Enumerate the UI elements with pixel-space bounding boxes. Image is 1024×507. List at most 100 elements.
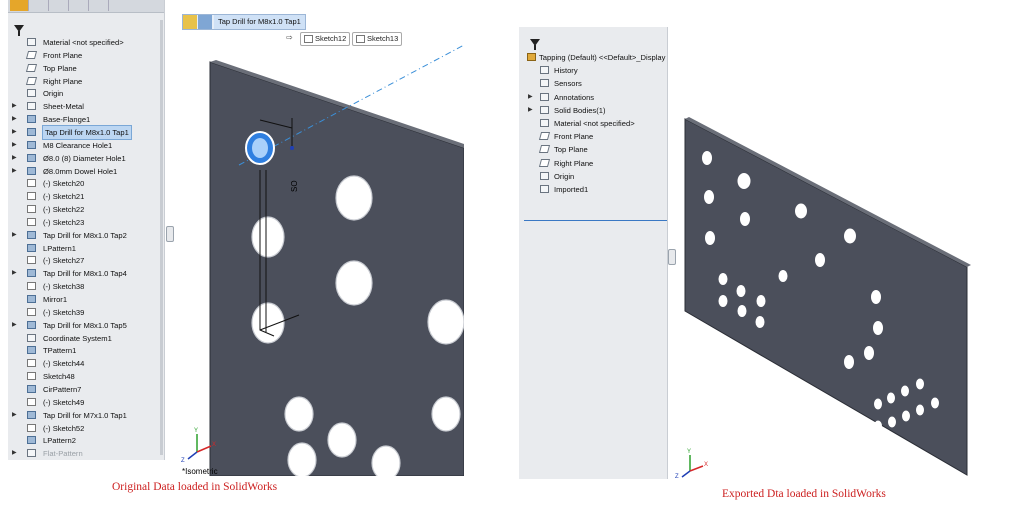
hole[interactable]: [815, 253, 825, 267]
hole[interactable]: [335, 260, 373, 306]
expand-arrow-icon[interactable]: ▶: [12, 270, 17, 277]
hole[interactable]: [902, 410, 910, 422]
body-icon[interactable]: [198, 15, 212, 29]
tree-item[interactable]: Sensors: [519, 77, 667, 90]
tree-item[interactable]: Sketch48: [8, 370, 164, 383]
tree-item[interactable]: LPattern2: [8, 434, 164, 447]
right-graphics-area[interactable]: Y X Z: [667, 27, 972, 479]
tree-item[interactable]: Top Plane: [519, 143, 667, 156]
hole[interactable]: [844, 228, 856, 244]
hole[interactable]: [704, 190, 714, 204]
tree-item[interactable]: History: [519, 64, 667, 77]
hole[interactable]: [737, 173, 751, 189]
tree-item[interactable]: ▶Tap Drill for M7x1.0 Tap1: [8, 409, 164, 422]
expand-arrow-icon[interactable]: ▶: [12, 321, 17, 328]
tree-item[interactable]: Material <not specified>: [8, 36, 164, 49]
expand-arrow-icon[interactable]: ▶: [12, 167, 17, 174]
tree-item[interactable]: Tapping (Default) <<Default>_Display: [519, 51, 667, 64]
hole[interactable]: [740, 212, 750, 226]
expand-arrow-icon[interactable]: ▶: [12, 154, 17, 161]
tree-item[interactable]: ▶Tap Drill for M8x1.0 Tap4: [8, 267, 164, 280]
hole[interactable]: [871, 290, 881, 304]
dimxpert-manager-tab[interactable]: [70, 0, 89, 11]
hole[interactable]: [431, 396, 461, 432]
feature-manager-tab[interactable]: [10, 0, 29, 11]
tree-item[interactable]: Right Plane: [8, 75, 164, 88]
expand-arrow-icon[interactable]: ▶: [12, 450, 17, 457]
tree-item[interactable]: Origin: [519, 170, 667, 183]
hole[interactable]: [778, 270, 788, 282]
sheet-metal-plate[interactable]: [209, 61, 464, 476]
tree-item[interactable]: ▶Tap Drill for M8x1.0 Tap1: [8, 124, 164, 140]
hole[interactable]: [874, 398, 882, 410]
expand-arrow-icon[interactable]: ▶: [12, 128, 17, 135]
tree-item[interactable]: (-) Sketch21: [8, 190, 164, 203]
hole[interactable]: [705, 231, 715, 245]
part-icon[interactable]: [183, 15, 197, 29]
hole[interactable]: [287, 442, 317, 476]
tree-item[interactable]: (-) Sketch20: [8, 177, 164, 190]
hole[interactable]: [755, 316, 765, 328]
tree-item[interactable]: ▶Sheet-Metal: [8, 100, 164, 113]
hole[interactable]: [864, 346, 874, 360]
tree-item[interactable]: Material <not specified>: [519, 117, 667, 130]
tree-item[interactable]: ▶Base-Flange1: [8, 113, 164, 126]
tree-item[interactable]: Front Plane: [519, 130, 667, 143]
tree-item[interactable]: ▶Ø8.0 (8) Diameter Hole1: [8, 152, 164, 165]
rollback-bar[interactable]: [524, 220, 667, 221]
hole[interactable]: [874, 420, 882, 432]
hole[interactable]: [736, 285, 746, 297]
tree-item[interactable]: LPattern1: [8, 242, 164, 255]
expand-arrow-icon[interactable]: ▶: [12, 231, 17, 238]
filter-icon[interactable]: [530, 39, 540, 50]
filter-icon[interactable]: [14, 25, 24, 36]
imported-plate[interactable]: [684, 118, 968, 476]
expand-arrow-icon[interactable]: ▶: [12, 103, 17, 110]
hole[interactable]: [873, 321, 883, 335]
hole[interactable]: [931, 397, 939, 409]
manager-tab-strip[interactable]: [8, 0, 164, 13]
hole[interactable]: [916, 404, 924, 416]
breadcrumb[interactable]: Tap Drill for M8x1.0 Tap1: [182, 14, 306, 30]
tree-item[interactable]: CirPattern7: [8, 383, 164, 396]
tree-item[interactable]: ▶Annotations: [519, 91, 667, 104]
property-manager-tab[interactable]: [30, 0, 49, 11]
tree-item[interactable]: Front Plane: [8, 49, 164, 62]
hole[interactable]: [284, 396, 314, 432]
tree-item[interactable]: ▶Flat-Pattern: [8, 447, 164, 460]
tree-item[interactable]: (-) Sketch27: [8, 254, 164, 267]
hole[interactable]: [251, 216, 285, 258]
tree-item[interactable]: ▶Solid Bodies(1): [519, 104, 667, 117]
hole[interactable]: [916, 378, 924, 390]
expand-arrow-icon[interactable]: ▶: [528, 106, 533, 113]
hole[interactable]: [718, 295, 728, 307]
tree-item[interactable]: Imported1: [519, 183, 667, 196]
sketch-chip-sketch12[interactable]: Sketch12: [300, 32, 351, 46]
panel-splitter-handle[interactable]: [668, 249, 676, 265]
tree-item[interactable]: TPattern1: [8, 344, 164, 357]
display-manager-tab[interactable]: [90, 0, 109, 11]
tree-item[interactable]: ▶Tap Drill for M8x1.0 Tap2: [8, 229, 164, 242]
tree-item[interactable]: ▶Ø8.0mm Dowel Hole1: [8, 165, 164, 178]
breadcrumb-feature[interactable]: Tap Drill for M8x1.0 Tap1: [214, 15, 305, 29]
hole[interactable]: [888, 416, 896, 428]
tree-item[interactable]: ▶Tap Drill for M8x1.0 Tap5: [8, 319, 164, 332]
hole[interactable]: [371, 445, 401, 476]
tree-item[interactable]: (-) Sketch23: [8, 216, 164, 229]
tree-item[interactable]: Mirror1: [8, 293, 164, 306]
hole[interactable]: [844, 355, 854, 369]
hole[interactable]: [427, 299, 464, 345]
hole[interactable]: [327, 422, 357, 458]
tree-item[interactable]: Coordinate System1: [8, 332, 164, 345]
tree-item[interactable]: (-) Sketch22: [8, 203, 164, 216]
hole[interactable]: [756, 295, 766, 307]
sketch-chip-sketch13[interactable]: Sketch13: [352, 32, 403, 46]
tree-item[interactable]: (-) Sketch38: [8, 280, 164, 293]
tree-scrollbar[interactable]: [160, 20, 163, 455]
tree-item[interactable]: Right Plane: [519, 157, 667, 170]
hole[interactable]: [335, 175, 373, 221]
hole[interactable]: [702, 151, 712, 165]
configuration-manager-tab[interactable]: [50, 0, 69, 11]
hole[interactable]: [718, 273, 728, 285]
tree-item[interactable]: (-) Sketch44: [8, 357, 164, 370]
